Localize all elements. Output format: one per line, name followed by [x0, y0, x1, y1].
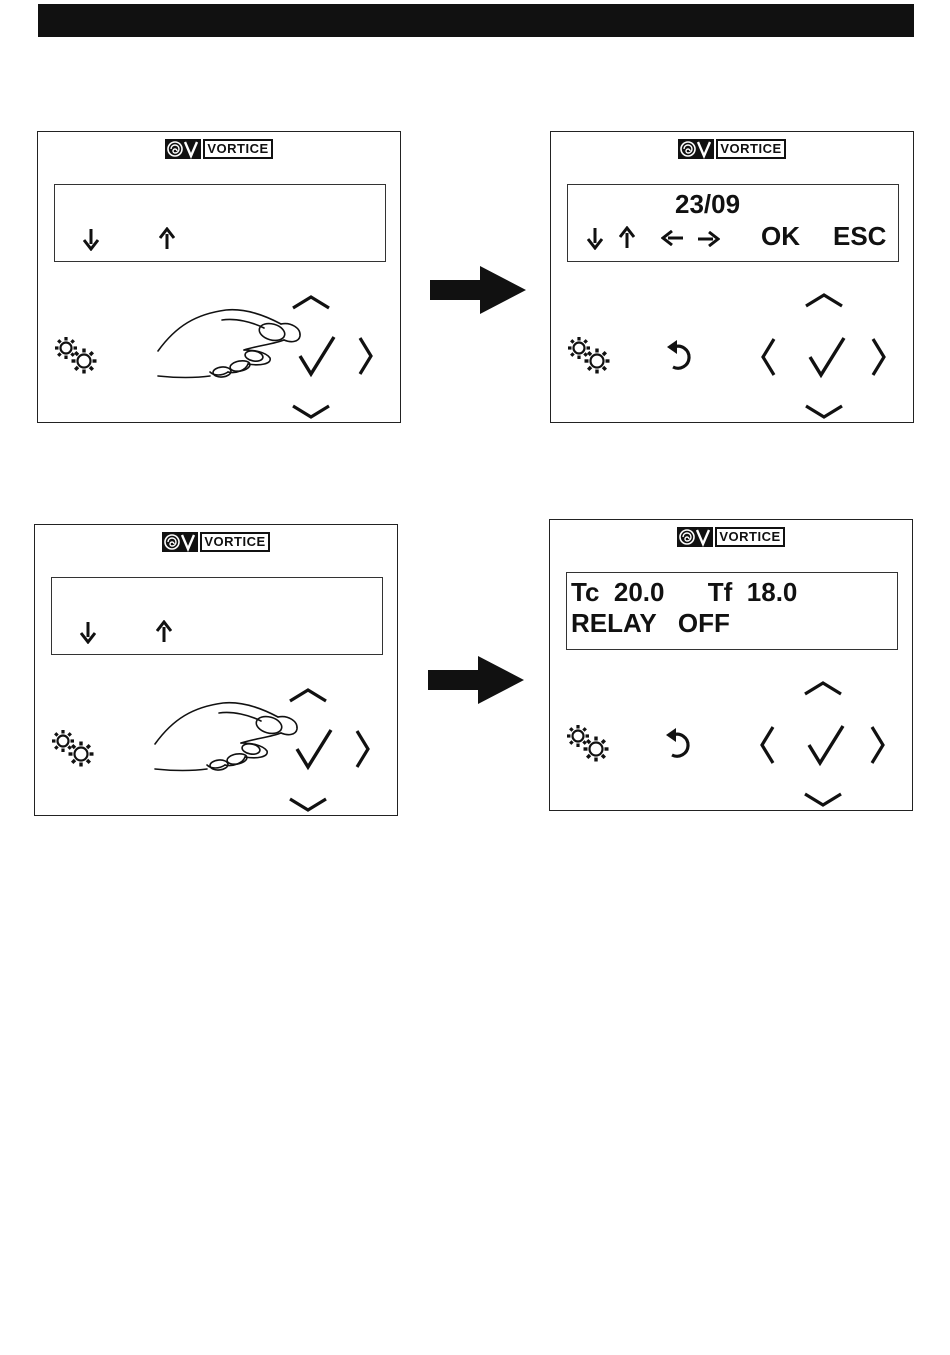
- brand-name: VORTICE: [200, 532, 270, 552]
- checkmark-icon[interactable]: [297, 334, 337, 378]
- chevron-up-icon[interactable]: [288, 687, 328, 703]
- checkmark-icon[interactable]: [294, 727, 334, 771]
- chevron-down-icon[interactable]: [291, 404, 331, 420]
- vortice-logo-icon: [677, 527, 713, 547]
- gears-icon[interactable]: [49, 727, 97, 769]
- panel-after-1: VORTICE 23/09 OK ESC: [550, 131, 914, 423]
- chevron-up-icon[interactable]: [803, 680, 843, 696]
- right-arrow-icon: [430, 266, 528, 314]
- arrow-down-icon: [80, 620, 96, 644]
- chevron-left-icon[interactable]: [759, 725, 775, 765]
- gears-icon[interactable]: [52, 334, 100, 376]
- checkmark-icon[interactable]: [807, 335, 847, 379]
- gears-icon[interactable]: [565, 334, 613, 376]
- lcd-display: 23/09 OK ESC: [567, 184, 899, 262]
- panel-before-2: VORTICE: [34, 524, 398, 816]
- arrow-left-icon: [661, 230, 685, 246]
- pointing-hand-icon: [156, 306, 306, 386]
- arrow-down-icon: [587, 226, 603, 250]
- vortice-logo: VORTICE: [165, 139, 275, 159]
- panel-after-2: VORTICE Tc 20.0 Tf 18.0 RELAY OFF: [549, 519, 913, 811]
- lcd-esc-label: ESC: [833, 221, 886, 251]
- vortice-logo-icon: [678, 139, 714, 159]
- right-arrow-icon: [428, 656, 526, 704]
- pointing-hand-icon: [153, 699, 303, 779]
- vortice-logo-icon: [165, 139, 201, 159]
- brand-name: VORTICE: [715, 527, 785, 547]
- chevron-up-icon[interactable]: [291, 294, 331, 310]
- lcd-relay-line: RELAY OFF: [571, 608, 730, 638]
- lcd-temperature-line: Tc 20.0 Tf 18.0: [571, 577, 797, 607]
- chevron-down-icon[interactable]: [803, 792, 843, 808]
- lcd-ok-label: OK: [761, 221, 800, 251]
- vortice-logo: VORTICE: [677, 527, 787, 547]
- chevron-up-icon[interactable]: [804, 292, 844, 308]
- vortice-logo-icon: [162, 532, 198, 552]
- chevron-down-icon[interactable]: [288, 797, 328, 813]
- arrow-up-icon: [156, 620, 172, 644]
- arrow-up-icon: [619, 226, 635, 250]
- chevron-right-icon[interactable]: [870, 725, 886, 765]
- lcd-date: 23/09: [675, 189, 740, 219]
- arrow-right-icon: [696, 231, 720, 247]
- arrow-down-icon: [83, 227, 99, 251]
- checkmark-icon[interactable]: [806, 723, 846, 767]
- header-bar: [38, 4, 914, 37]
- chevron-down-icon[interactable]: [804, 404, 844, 420]
- arrow-up-icon: [159, 227, 175, 251]
- brand-name: VORTICE: [203, 139, 273, 159]
- lcd-display: Tc 20.0 Tf 18.0 RELAY OFF: [566, 572, 898, 650]
- chevron-right-icon[interactable]: [355, 729, 371, 769]
- undo-icon[interactable]: [665, 339, 697, 375]
- lcd-display: [54, 184, 386, 262]
- chevron-right-icon[interactable]: [871, 337, 887, 377]
- chevron-left-icon[interactable]: [760, 337, 776, 377]
- lcd-display: [51, 577, 383, 655]
- panel-before-1: VORTICE: [37, 131, 401, 423]
- undo-icon[interactable]: [664, 727, 696, 763]
- brand-name: VORTICE: [716, 139, 786, 159]
- vortice-logo: VORTICE: [678, 139, 788, 159]
- gears-icon[interactable]: [564, 722, 612, 764]
- vortice-logo: VORTICE: [162, 532, 272, 552]
- chevron-right-icon[interactable]: [358, 336, 374, 376]
